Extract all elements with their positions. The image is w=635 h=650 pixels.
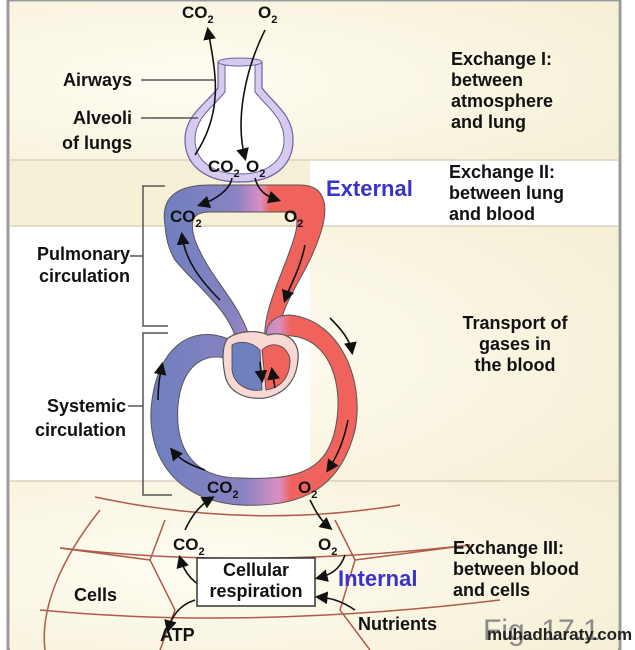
pulmonary-circulation xyxy=(163,184,326,346)
figure-number: Fig. 17.1 xyxy=(483,614,600,647)
o2-alveolus-label: O2 xyxy=(246,157,265,180)
cellular-respiration-box xyxy=(196,557,316,607)
label-atp: ATP xyxy=(160,625,195,645)
o2-pulmonary-label: O2 xyxy=(284,207,303,230)
label-nutrients: Nutrients xyxy=(358,614,438,634)
band-exchange-1 xyxy=(10,2,618,160)
label-pulmonary-circulation: circulation xyxy=(38,266,130,286)
label-transport: Transport of gases in the blood xyxy=(462,313,568,375)
co2-pulmonary-label: CO2 xyxy=(170,207,202,230)
label-systemic-circulation: circulation xyxy=(34,420,126,440)
alveolus xyxy=(184,57,294,183)
circulation-brackets xyxy=(128,185,172,496)
label-internal: Internal xyxy=(338,566,418,591)
flow-arrows xyxy=(153,26,357,634)
co2-cell-label: CO2 xyxy=(173,535,205,558)
leader-lines xyxy=(141,79,215,119)
o2-systemic-label: O2 xyxy=(298,478,317,501)
label-cells: Cells xyxy=(74,585,118,605)
label-external: External xyxy=(326,176,413,201)
label-alveoli: Alveoli xyxy=(72,108,132,128)
label-cellular-respiration: Cellular respiration xyxy=(209,560,303,601)
label-pulmonary: Pulmonary xyxy=(36,244,130,264)
co2-alveolus-label: CO2 xyxy=(208,157,240,180)
label-exchange-1: Exchange I: between atmosphere and lung xyxy=(451,49,554,132)
label-airways: Airways xyxy=(62,70,132,90)
label-of-lungs: of lungs xyxy=(62,133,132,153)
co2-atmosphere-label: CO2 xyxy=(182,3,214,26)
o2-atmosphere-label: O2 xyxy=(258,3,277,26)
watermark: muhadharaty.com xyxy=(487,625,633,644)
label-systemic: Systemic xyxy=(46,396,126,416)
gas-labels: CO2 O2 CO2 O2 CO2 O2 CO2 O2 CO2 O2 xyxy=(170,3,337,558)
co2-systemic-label: CO2 xyxy=(207,478,239,501)
o2-cell-label: O2 xyxy=(318,535,337,558)
label-exchange-2: Exchange II: between lung and blood xyxy=(449,162,565,224)
label-exchange-3: Exchange III: between blood and cells xyxy=(453,538,579,600)
